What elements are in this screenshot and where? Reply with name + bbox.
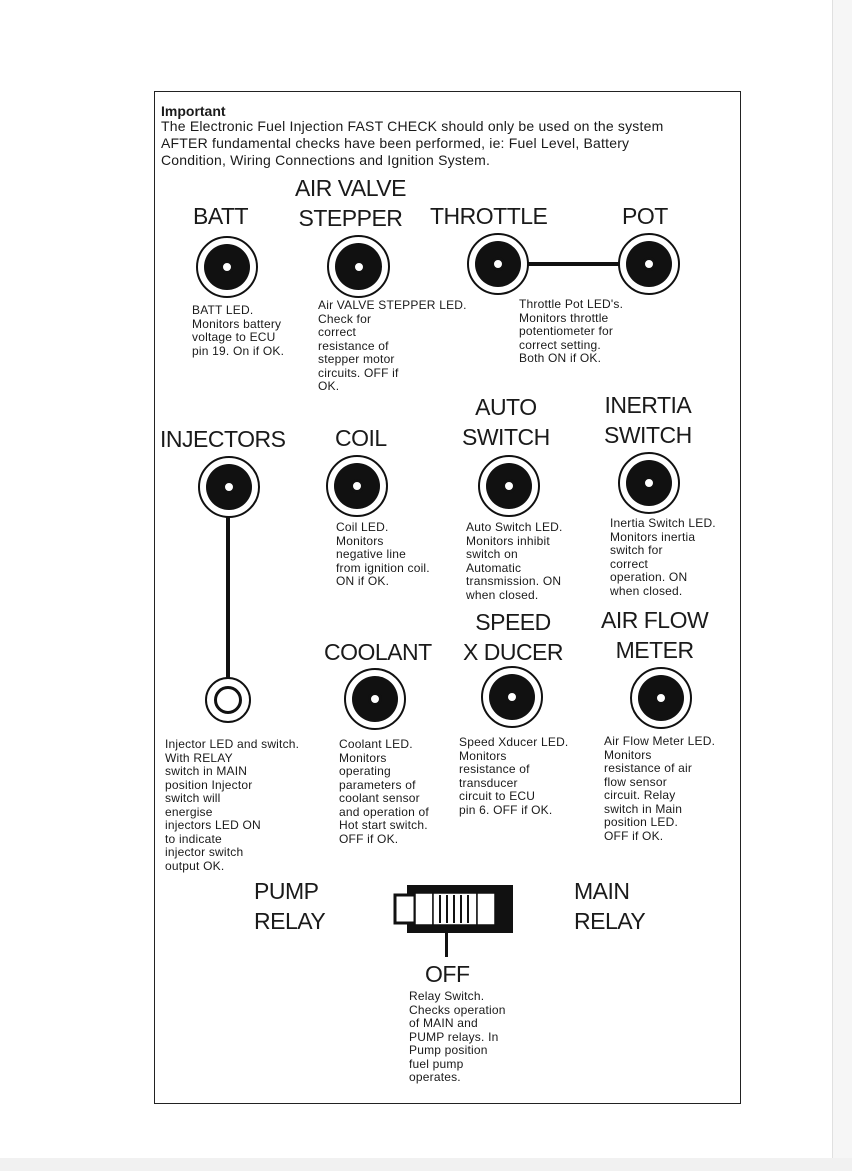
speed-xducer-led[interactable] [481, 666, 543, 728]
air-valve-stepper-label: AIR VALVE STEPPER [295, 175, 406, 231]
fast-check-panel [154, 91, 741, 1104]
throttle-pot-desc: Throttle Pot LED's. Monitors throttle po… [519, 297, 624, 365]
relay-off-label: OFF [425, 961, 470, 987]
air-flow-meter-label: AIR FLOW METER [601, 607, 709, 663]
main-relay-label: MAIN RELAY [574, 878, 646, 934]
injectors-label: INJECTORS [160, 426, 286, 452]
relay-off-pointer [445, 933, 448, 957]
injectors-desc: Injector LED and switch. With RELAY swit… [165, 737, 300, 873]
important-title: Important [161, 103, 226, 119]
air-flow-meter-led[interactable] [630, 667, 692, 729]
injectors-led[interactable] [198, 456, 260, 518]
throttle-label: THROTTLE [430, 203, 548, 229]
speed-xducer-desc: Speed Xducer LED. Monitors resistance of… [459, 735, 569, 817]
air-flow-meter-desc: Air Flow Meter LED. Monitors resistance … [604, 734, 716, 843]
inertia-switch-led[interactable] [618, 452, 680, 514]
throttle-pot-connector [520, 262, 622, 266]
auto-switch-label: AUTO SWITCH [462, 394, 550, 450]
batt-led[interactable] [196, 236, 258, 298]
coil-desc: Coil LED. Monitors negative line from ig… [336, 520, 430, 588]
relay-switch-desc: Relay Switch. Checks operation of MAIN a… [409, 989, 506, 1084]
inertia-switch-label: INERTIA SWITCH [604, 392, 692, 448]
coil-led[interactable] [326, 455, 388, 517]
injector-connector [226, 500, 230, 685]
pump-relay-label: PUMP RELAY [254, 878, 326, 934]
batt-label: BATT [193, 203, 249, 229]
injector-switch[interactable] [205, 677, 251, 723]
page-edge [832, 0, 852, 1158]
relay-switch[interactable] [393, 883, 521, 935]
coolant-led[interactable] [344, 668, 406, 730]
throttle-led[interactable] [467, 233, 529, 295]
speed-xducer-label: SPEED X DUCER [463, 609, 564, 665]
coolant-label: COOLANT [324, 639, 432, 665]
coolant-desc: Coolant LED. Monitors operating paramete… [339, 737, 429, 846]
important-notice: The Electronic Fuel Injection FAST CHECK… [161, 118, 664, 168]
air-valve-stepper-led[interactable] [327, 235, 390, 298]
page-bottom-edge [0, 1158, 852, 1171]
pot-label: POT [622, 203, 668, 229]
auto-switch-desc: Auto Switch LED. Monitors inhibit switch… [466, 520, 563, 602]
batt-desc: BATT LED. Monitors battery voltage to EC… [192, 303, 285, 358]
coil-label: COIL [335, 425, 387, 451]
auto-switch-led[interactable] [478, 455, 540, 517]
air-valve-stepper-desc: Air VALVE STEPPER LED. Check for correct… [318, 298, 467, 393]
inertia-switch-desc: Inertia Switch LED. Monitors inertia swi… [610, 516, 716, 598]
pot-led[interactable] [618, 233, 680, 295]
